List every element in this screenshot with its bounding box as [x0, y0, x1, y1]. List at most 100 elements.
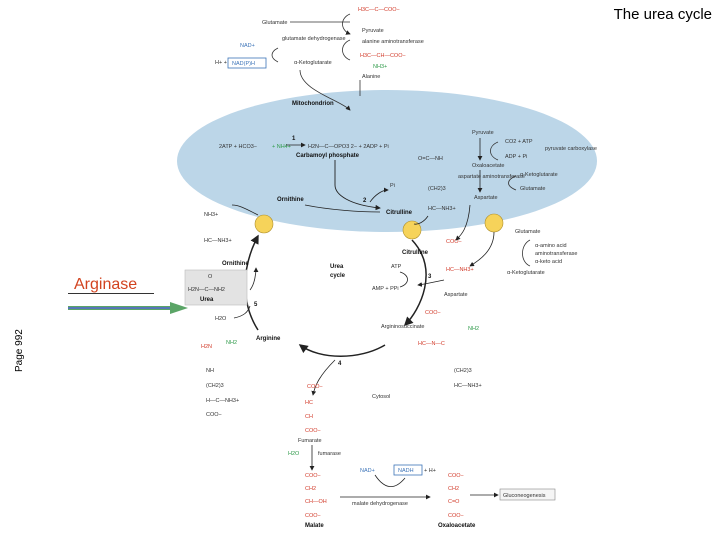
- malate-formula-a: COO−: [305, 473, 321, 479]
- aminotransferase-label: aminotransferase: [535, 251, 578, 257]
- step-1: 1: [292, 136, 296, 142]
- urea-label: Urea: [200, 297, 214, 303]
- alpha-kg-mito: α-Ketoglutarate: [520, 172, 558, 178]
- gluconeogenesis-label: Gluconeogenesis: [503, 493, 546, 499]
- oxaloacetate-label: Oxaloacetate: [438, 523, 476, 529]
- fumarate-formula-b: HC: [305, 400, 313, 406]
- alpha-kg-top: α-Ketoglutarate: [294, 60, 332, 66]
- alpha-kg-right: α-Ketoglutarate: [507, 270, 545, 276]
- slide-title: The urea cycle: [613, 6, 712, 23]
- oxaloacetate-mito: Oxaloacetate: [472, 163, 504, 169]
- alpha-keto-acid: α-keto acid: [535, 259, 562, 265]
- cycle-label-line2: cycle: [330, 273, 346, 279]
- step-5: 5: [254, 302, 258, 308]
- step-3: 3: [428, 274, 432, 280]
- nadph-top: NAD(P)H: [232, 61, 255, 67]
- alanine-top-formula: H3C—C—COO−: [358, 7, 400, 13]
- arginine-formula-f: COO−: [206, 412, 222, 418]
- nad-bottom: NAD+: [360, 468, 375, 474]
- page-number-label: Page 992: [14, 329, 25, 372]
- argininosuccinate-formula-e: HC—NH3+: [454, 383, 482, 389]
- urea-formula: H2N—C—NH2: [188, 287, 225, 293]
- aspartate-cycle: Aspartate: [444, 292, 468, 298]
- arginine-formula-e: H—C—NH3+: [206, 398, 239, 404]
- fumarate-label: Fumarate: [298, 438, 322, 444]
- arginase-underline: [68, 293, 154, 294]
- atp-hco3: 2ATP + HCO3−: [219, 144, 257, 150]
- pyruvate-carboxylase-label: pyruvate carboxylase: [545, 146, 597, 152]
- step-4: 4: [338, 361, 342, 367]
- amp-ppi: AMP + PPi: [372, 286, 399, 292]
- aspartate-aminotransferase-label: aspartate aminotransferase: [458, 174, 525, 180]
- citrulline-formula-c: HC—NH3+: [428, 206, 456, 212]
- h2o-cycle: H2O: [215, 316, 227, 322]
- alanine-formula: H3C—CH—COO−: [360, 53, 406, 59]
- pi-mito: Pi: [390, 183, 395, 189]
- oxaloacetate-formula-a: COO−: [448, 473, 464, 479]
- pyruvate-top: Pyruvate: [362, 28, 384, 34]
- fumarate-formula-d: COO−: [305, 428, 321, 434]
- citrulline-cycle: Citrulline: [402, 250, 429, 256]
- ornithine-mito: Ornithine: [277, 197, 304, 203]
- fumarate-formula-c: CH: [305, 414, 313, 420]
- glutamate-mito: Glutamate: [520, 186, 545, 192]
- ornithine-formula-b: HC—NH3+: [204, 238, 232, 244]
- alanine-label: Alanine: [362, 74, 380, 80]
- alpha-amino-acid: α-amino acid: [535, 243, 567, 249]
- glutamate-cycle: Glutamate: [515, 229, 540, 235]
- urea-box: [184, 269, 248, 306]
- h-plus-bottom: + H+: [424, 468, 436, 474]
- arginine-label: Arginine: [256, 336, 281, 342]
- oxaloacetate-formula-b: CH2: [448, 486, 459, 492]
- ornithine-cycle: Ornithine: [222, 261, 249, 267]
- argininosuccinate-formula-b: NH2: [468, 326, 479, 332]
- oxaloacetate-formula-c: C=O: [448, 499, 460, 505]
- fumarase-label: fumarase: [318, 451, 341, 457]
- step-2: 2: [363, 198, 367, 204]
- h2o-bottom: H2O: [288, 451, 300, 457]
- carbamoyl-formula: H2N—C—OPO3 2− + 2ADP + Pi: [308, 144, 389, 150]
- enzyme-circle-aspartate: [484, 213, 504, 233]
- adp-pi: ADP + Pi: [505, 154, 527, 160]
- cytosol-label: Cytosol: [372, 394, 390, 400]
- mitochondrion-shape: [177, 90, 597, 232]
- pyruvate-mito: Pyruvate: [472, 130, 494, 136]
- co2-atp: CO2 + ATP: [505, 139, 533, 145]
- enzyme-circle-citrulline: [402, 220, 422, 240]
- arginine-formula-d: (CH2)3: [206, 383, 224, 389]
- arginine-formula-c: NH: [206, 368, 214, 374]
- glutamate-dehydrogenase-label: glutamate dehydrogenase: [282, 36, 346, 42]
- nadh-bottom: NADH: [398, 468, 414, 474]
- citrulline-formula-b: (CH2)3: [428, 186, 446, 192]
- argininosuccinate-label-a: Argininosuccinate: [381, 324, 424, 330]
- aspartate-mito: Aspartate: [474, 195, 498, 201]
- enzyme-circle-ornithine: [254, 214, 274, 234]
- citrulline-formula-a: O=C—NH: [418, 156, 443, 162]
- arginase-pointer-arrow: [68, 302, 188, 314]
- malate-formula-b: CH2: [305, 486, 316, 492]
- argininosuccinate-formula-c: HC—N—C: [418, 341, 445, 347]
- arginine-formula-a: H2N: [201, 344, 212, 350]
- cycle-label-line1: Urea: [330, 264, 344, 270]
- nh3-top: NH3+: [373, 64, 387, 70]
- urea-formula-o: O: [208, 274, 213, 280]
- nad-top: NAD+: [240, 43, 255, 49]
- mitochondrion-label: Mitochondrion: [292, 101, 334, 107]
- aspartate-formula-b: HC—NH3+: [446, 267, 474, 273]
- ornithine-formula-a: NH3+: [204, 212, 218, 218]
- glutamate-top: Glutamate: [262, 20, 287, 26]
- aspartate-formula-a: COO−: [446, 239, 462, 245]
- argininosuccinate-formula-a: COO−: [425, 310, 441, 316]
- arginase-label: Arginase: [74, 276, 138, 293]
- malate-dehydrogenase-label: malate dehydrogenase: [352, 501, 408, 507]
- atp-cycle: ATP: [391, 264, 402, 270]
- carbamoyl-phosphate-label: Carbamoyl phosphate: [296, 153, 360, 159]
- arginine-formula-b: NH2: [226, 340, 237, 346]
- malate-formula-d: COO−: [305, 513, 321, 519]
- malate-formula-c: CH—OH: [305, 499, 327, 505]
- argininosuccinate-formula-d: (CH2)3: [454, 368, 472, 374]
- h-plus-top: H+ +: [215, 60, 227, 66]
- malate-label: Malate: [305, 523, 324, 529]
- fumarate-formula-a: COO−: [307, 384, 323, 390]
